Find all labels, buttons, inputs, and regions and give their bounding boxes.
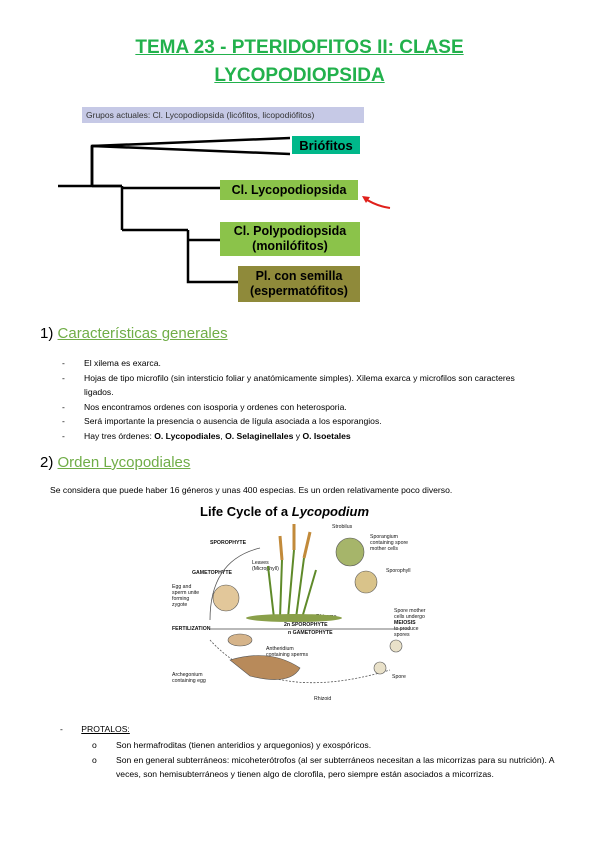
item-text: El xilema es exarca. <box>84 358 161 368</box>
item-text: Son en general subterráneos: micoheterót… <box>116 754 555 780</box>
section2-number: 2) <box>40 454 54 471</box>
section2-title: Orden Lycopodiales <box>57 454 191 471</box>
tree-node-semilla: Pl. con semilla (espermatófitos) <box>238 266 360 302</box>
protalos-heading: - PROTALOS: <box>60 722 130 736</box>
page-title-line1: TEMA 23 - PTERIDOFITOS II: CLASE <box>135 37 464 58</box>
label-rhizoid: Rhizoid <box>314 696 331 702</box>
polypodiopsida-line2: (monilófitos) <box>252 239 328 253</box>
label-meiosis: MEIOSIS <box>394 620 416 626</box>
label-archegonium2: containing egg <box>172 678 206 684</box>
label-sporophyte: SPOROPHYTE <box>210 540 247 546</box>
list-item: -Hay tres órdenes: O. Lycopodiales, O. S… <box>62 430 351 441</box>
circle-bullet-icon: o <box>92 740 97 750</box>
label-leaves2: (Microphyll) <box>252 566 279 572</box>
section2-heading: 2) Orden Lycopodiales <box>40 454 190 471</box>
label-archegonium1: Archegonium <box>172 672 203 678</box>
protalos-label: PROTALOS: <box>81 724 130 734</box>
label-egg2: sperm unite <box>172 590 199 596</box>
svg-text:Life Cycle of a Lycopodium: Life Cycle of a Lycopodium <box>200 504 369 519</box>
sep2: y <box>293 430 303 441</box>
semilla-line2: (espermatófitos) <box>250 284 348 298</box>
item-text: Son hermafroditas (tienen anteridios y a… <box>116 740 372 750</box>
label-egg4: zygote <box>172 602 187 608</box>
sep1: , <box>220 430 226 441</box>
list-item: o Son hermafroditas (tienen anteridios y … <box>92 738 562 753</box>
order-lycopodiales: O. Lycopodiales <box>154 430 221 441</box>
label-antheridium2: containing sperms <box>266 652 309 658</box>
red-arrow-icon <box>362 196 391 209</box>
label-sporangium1: Sporangium <box>370 534 398 540</box>
item-text: Hojas de tipo microfilo (sin intersticio… <box>84 372 515 398</box>
section1-title: Características generales <box>57 325 228 342</box>
protalos-dash: - <box>60 724 63 734</box>
list-item: o Son en general subterráneos: micoheteró… <box>92 753 562 782</box>
label-2n-sporophyte: 2n SPOROPHYTE <box>284 622 328 628</box>
label-gametophyte: GAMETOPHYTE <box>192 570 233 576</box>
semilla-line1: Pl. con semilla <box>255 269 343 283</box>
tree-node-briofitos: Briófitos <box>292 136 360 154</box>
label-leaves1: Leaves <box>252 560 269 566</box>
label-egg1: Egg and <box>172 584 191 590</box>
section1-heading: 1) Características generales <box>40 325 228 342</box>
label-sporangium2: containing spore <box>370 540 408 546</box>
label-spores: spores <box>394 632 410 638</box>
section1-number: 1) <box>40 325 54 342</box>
label-spore-mother2: cells undergo <box>394 614 425 620</box>
page-title-line2: LYCOPODIOPSIDA <box>214 65 385 86</box>
figure-title-a: Life Cycle of a <box>200 504 292 519</box>
label-antheridium1: Antheridium <box>266 646 294 652</box>
label-sporophyll: Sporophyll <box>386 568 411 574</box>
label-fertilization: FERTILIZATION <box>172 626 211 632</box>
list-item: -Será importante la presencia o ausencia… <box>62 416 382 426</box>
polypodiopsida-line1: Cl. Polypodiopsida <box>233 224 347 238</box>
order-selaginellales: O. Selaginellales <box>225 430 294 441</box>
circle-bullet-icon: o <box>92 754 97 765</box>
tree-node-lycopodiopsida: Cl. Lycopodiopsida <box>220 180 358 200</box>
order-isoetales: O. Isoetales <box>302 430 351 441</box>
label-egg3: forming <box>172 596 189 602</box>
section2-intro: Se considera que puede haber 16 géneros … <box>50 485 453 495</box>
phylogenetic-tree-lines <box>58 136 291 284</box>
item-text: Nos encontramos ordenes con isosporia y … <box>84 401 347 412</box>
tree-node-polypodiopsida: Cl. Polypodiopsida (monilófitos) <box>220 222 360 256</box>
label-n-gametophyte: n GAMETOPHYTE <box>288 630 333 636</box>
item-text: Será importante la presencia o ausencia … <box>84 416 382 426</box>
item-prefix: Hay tres órdenes: <box>84 430 155 441</box>
label-spore-mother1: Spore mother <box>394 608 426 614</box>
list-item: -Hojas de tipo microfilo (sin interstici… <box>62 372 515 398</box>
label-spore: Spore <box>392 674 406 680</box>
tree-header: Grupos actuales: Cl. Lycopodiopsida (lic… <box>82 107 364 123</box>
list-item: -Nos encontramos ordenes con isosporia y… <box>62 401 347 412</box>
figure-title-b: Lycopodium <box>292 504 370 519</box>
label-sporangium3: mother cells <box>370 546 398 552</box>
section1-list: -El xilema es exarca. -Hojas de tipo mic… <box>62 356 542 443</box>
label-strobilus: Strobilus <box>332 524 353 530</box>
protalos-list: o Son hermafroditas (tienen anteridios y … <box>92 738 562 782</box>
list-item: -El xilema es exarca. <box>62 358 161 368</box>
lycopodium-life-cycle-figure: Life Cycle of a Lycopodium Strobilus SPO… <box>172 504 426 702</box>
